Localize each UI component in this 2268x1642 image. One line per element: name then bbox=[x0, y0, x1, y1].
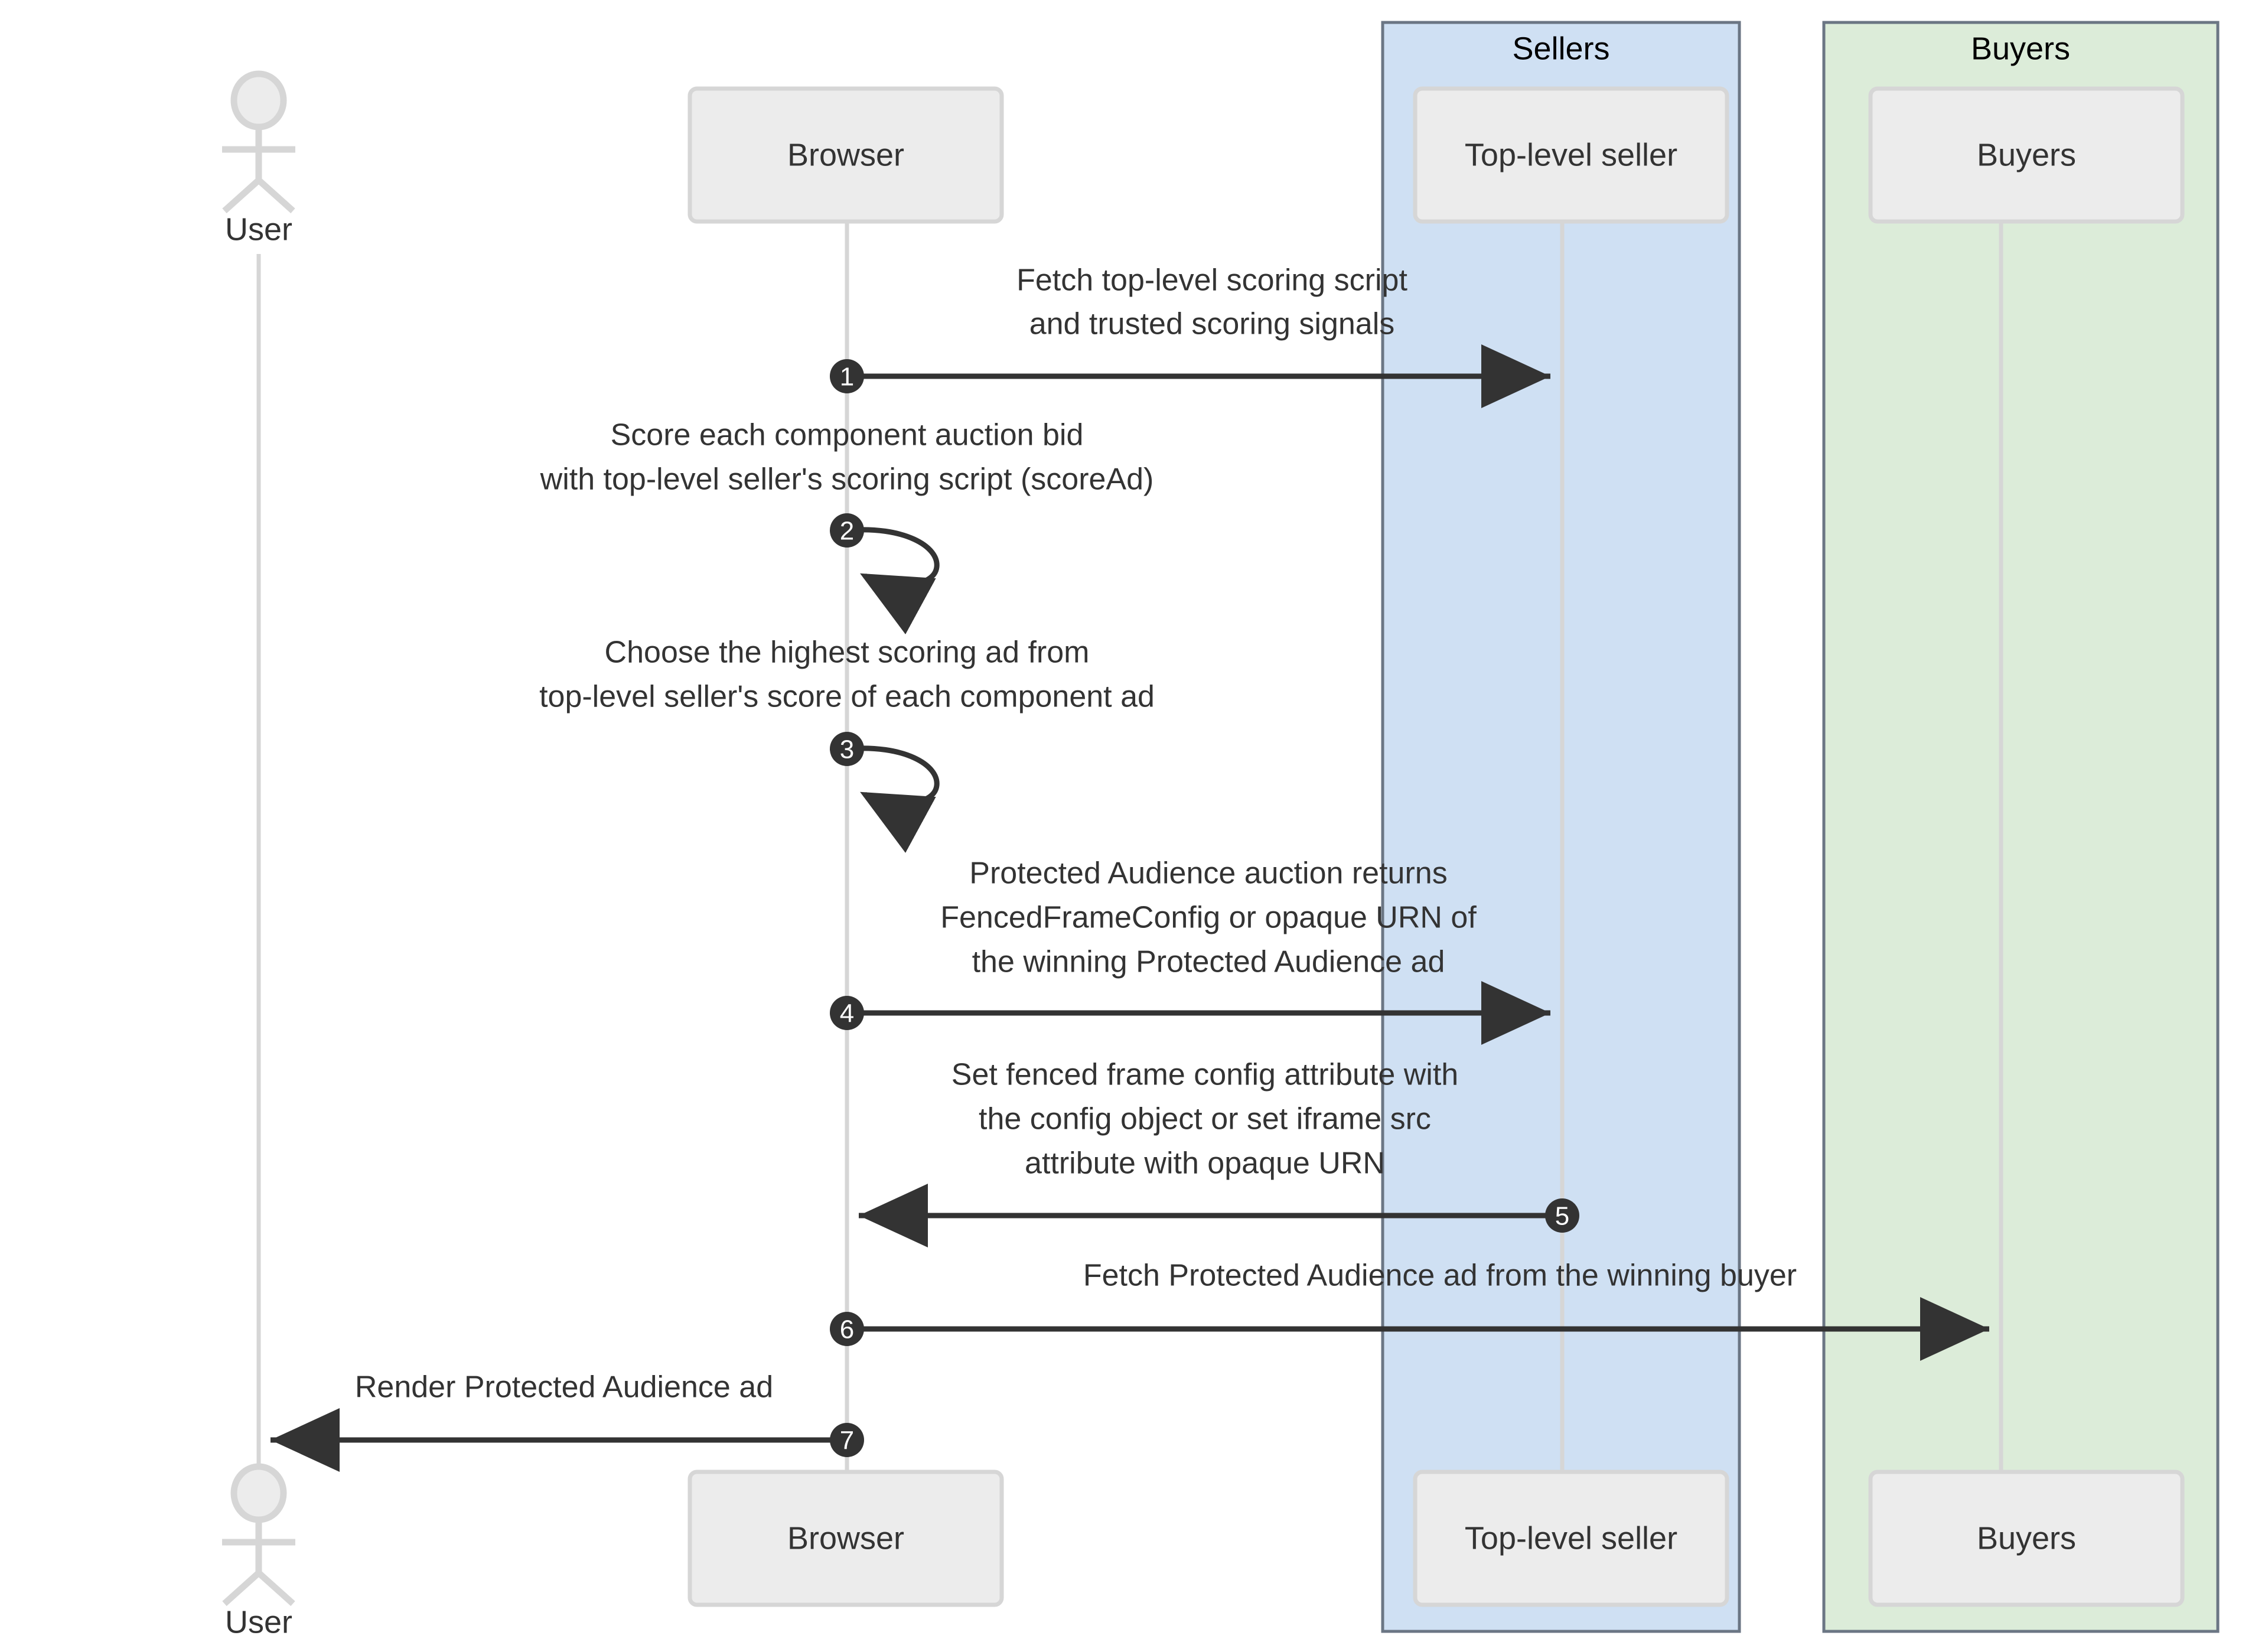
message-2[interactable]: Score each component auction bid with to… bbox=[540, 418, 1154, 634]
message-2-line-2: with top-level seller's scoring script (… bbox=[540, 462, 1154, 497]
actor-user-top-label: User bbox=[225, 211, 292, 247]
participant-browser-top-label: Browser bbox=[787, 137, 904, 172]
user-leg-left-icon-bottom bbox=[222, 1570, 261, 1607]
message-5-line-1: Set fenced frame config attribute with bbox=[951, 1058, 1458, 1092]
group-buyers-rect bbox=[1822, 21, 2220, 1633]
message-1-line-2: and trusted scoring signals bbox=[1029, 307, 1395, 341]
message-7-badge bbox=[830, 1423, 864, 1457]
participant-browser-bottom-rect bbox=[687, 1470, 1004, 1607]
message-2-self-loop-arrow bbox=[846, 527, 940, 634]
message-5-badge bbox=[1545, 1198, 1579, 1233]
message-4-line-3: the winning Protected Audience ad bbox=[972, 945, 1445, 979]
message-6-badge bbox=[830, 1312, 864, 1346]
participant-topseller-bottom-label: Top-level seller bbox=[1465, 1520, 1677, 1556]
user-leg-right-icon bbox=[256, 177, 295, 214]
participant-browser-top[interactable]: Browser bbox=[687, 86, 1004, 224]
message-1-badge bbox=[830, 359, 864, 393]
message-6[interactable]: Fetch Protected Audience ad from the win… bbox=[830, 1259, 1989, 1361]
participant-buyers-top-rect bbox=[1868, 86, 2185, 224]
participant-browser-bottom[interactable]: Browser bbox=[687, 1470, 1004, 1607]
user-leg-right-icon-bottom bbox=[256, 1570, 295, 1607]
participant-buyers-bottom-label: Buyers bbox=[1977, 1520, 2076, 1556]
message-5[interactable]: Set fenced frame config attribute with t… bbox=[859, 1058, 1579, 1247]
message-3-badge bbox=[830, 732, 864, 766]
actor-user-top[interactable]: User bbox=[222, 70, 295, 247]
message-4-number: 4 bbox=[840, 999, 854, 1028]
message-3-self-loop-arrow bbox=[846, 745, 940, 853]
participant-buyers-top[interactable]: Buyers bbox=[1868, 86, 2185, 224]
message-3-line-2: top-level seller's score of each compone… bbox=[539, 680, 1155, 714]
participant-topseller-top[interactable]: Top-level seller bbox=[1413, 86, 1729, 224]
group-sellers-label: Sellers bbox=[1512, 31, 1609, 66]
message-4[interactable]: Protected Audience auction returns Fence… bbox=[830, 856, 1550, 1045]
message-3-line-1: Choose the highest scoring ad from bbox=[605, 636, 1090, 670]
message-2-number: 2 bbox=[840, 517, 854, 546]
message-1-number: 1 bbox=[840, 363, 854, 392]
message-5-number: 5 bbox=[1555, 1202, 1569, 1231]
message-1[interactable]: Fetch top-level scoring script and trust… bbox=[830, 263, 1550, 408]
message-2-line-1: Score each component auction bid bbox=[611, 418, 1084, 452]
user-head-icon-bottom bbox=[230, 1463, 287, 1523]
participant-topseller-bottom-rect bbox=[1413, 1470, 1729, 1607]
group-buyers-label: Buyers bbox=[1971, 31, 2070, 66]
message-2-badge bbox=[830, 513, 864, 548]
group-buyers: Buyers bbox=[1822, 21, 2220, 1633]
message-6-line-1: Fetch Protected Audience ad from the win… bbox=[1083, 1259, 1797, 1293]
user-head-icon bbox=[230, 70, 287, 131]
message-6-number: 6 bbox=[840, 1315, 854, 1344]
message-7[interactable]: Render Protected Audience ad 7 bbox=[271, 1370, 864, 1472]
actor-user-bottom[interactable]: User bbox=[222, 1463, 295, 1640]
participant-browser-top-rect bbox=[687, 86, 1004, 224]
message-3-number: 3 bbox=[840, 735, 854, 764]
message-4-line-2: FencedFrameConfig or opaque URN of bbox=[940, 901, 1477, 935]
message-1-line-1: Fetch top-level scoring script bbox=[1016, 263, 1407, 298]
message-3[interactable]: Choose the highest scoring ad from top-l… bbox=[539, 636, 1155, 853]
message-7-number: 7 bbox=[840, 1426, 854, 1455]
participant-buyers-bottom-rect bbox=[1868, 1470, 2185, 1607]
participant-buyers-top-label: Buyers bbox=[1977, 137, 2076, 172]
message-4-badge bbox=[830, 996, 864, 1030]
message-4-line-1: Protected Audience auction returns bbox=[969, 856, 1447, 891]
participant-buyers-bottom[interactable]: Buyers bbox=[1868, 1470, 2185, 1607]
actor-user-bottom-label: User bbox=[225, 1604, 292, 1640]
participant-topseller-bottom[interactable]: Top-level seller bbox=[1413, 1470, 1729, 1607]
participant-topseller-top-rect bbox=[1413, 86, 1729, 224]
message-7-line-1: Render Protected Audience ad bbox=[355, 1370, 773, 1405]
message-5-line-2: the config object or set iframe src bbox=[979, 1102, 1431, 1136]
message-5-line-3: attribute with opaque URN bbox=[1025, 1146, 1385, 1181]
participant-topseller-top-label: Top-level seller bbox=[1465, 137, 1677, 172]
user-leg-left-icon bbox=[222, 177, 261, 214]
participant-browser-bottom-label: Browser bbox=[787, 1520, 904, 1556]
